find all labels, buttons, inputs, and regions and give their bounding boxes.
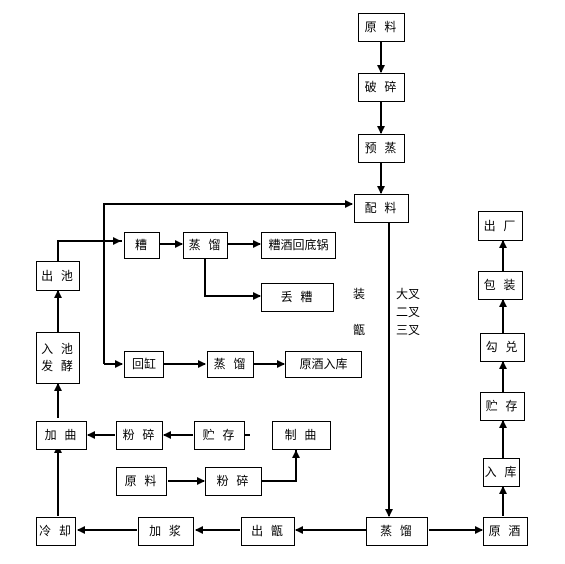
label-cha-levels: 大叉 二叉 三叉 xyxy=(396,287,421,337)
box-raw-material-top: 原 料 xyxy=(358,13,405,42)
box-grind-2: 粉 碎 xyxy=(205,467,262,496)
box-grind-1: 粉 碎 xyxy=(116,421,163,450)
box-into-storage: 入 库 xyxy=(483,458,520,487)
box-add-water: 加 浆 xyxy=(138,517,194,546)
box-batching: 配 料 xyxy=(354,194,409,223)
box-store-1: 贮 存 xyxy=(194,421,245,450)
box-blend: 勾 兑 xyxy=(480,333,525,362)
box-raw-wine-storage: 原酒入库 xyxy=(285,351,362,378)
box-add-koji: 加 曲 xyxy=(36,421,87,450)
label-zeng: 甑 xyxy=(353,323,366,337)
box-out-zeng: 出 甑 xyxy=(241,517,295,546)
box-pre-steaming: 预 蒸 xyxy=(358,134,405,163)
box-out-pit: 出 池 xyxy=(36,261,80,291)
box-distill-main: 蒸 馏 xyxy=(366,517,428,546)
box-zao: 糟 xyxy=(124,232,160,259)
box-raw-material-bottom: 原 料 xyxy=(116,467,167,496)
connectors xyxy=(54,41,507,534)
box-zao-wine-return: 糟酒回底锅 xyxy=(261,232,336,259)
box-crushing: 破 碎 xyxy=(358,73,405,102)
box-raw-wine: 原 酒 xyxy=(483,517,528,546)
box-store-2: 贮 存 xyxy=(480,392,525,421)
box-return-vat: 回缸 xyxy=(124,351,164,378)
box-distill-1: 蒸 馏 xyxy=(183,232,228,259)
box-distill-2: 蒸 馏 xyxy=(207,351,254,378)
box-into-pit-ferment: 入 池 发 酵 xyxy=(36,332,80,384)
box-package: 包 装 xyxy=(478,271,523,300)
box-discard-zao: 丢 糟 xyxy=(261,283,334,312)
box-cool: 冷 却 xyxy=(36,517,76,546)
box-leave-factory: 出 厂 xyxy=(478,211,523,241)
label-zhuang: 装 xyxy=(353,287,366,301)
box-make-koji: 制 曲 xyxy=(272,421,331,450)
